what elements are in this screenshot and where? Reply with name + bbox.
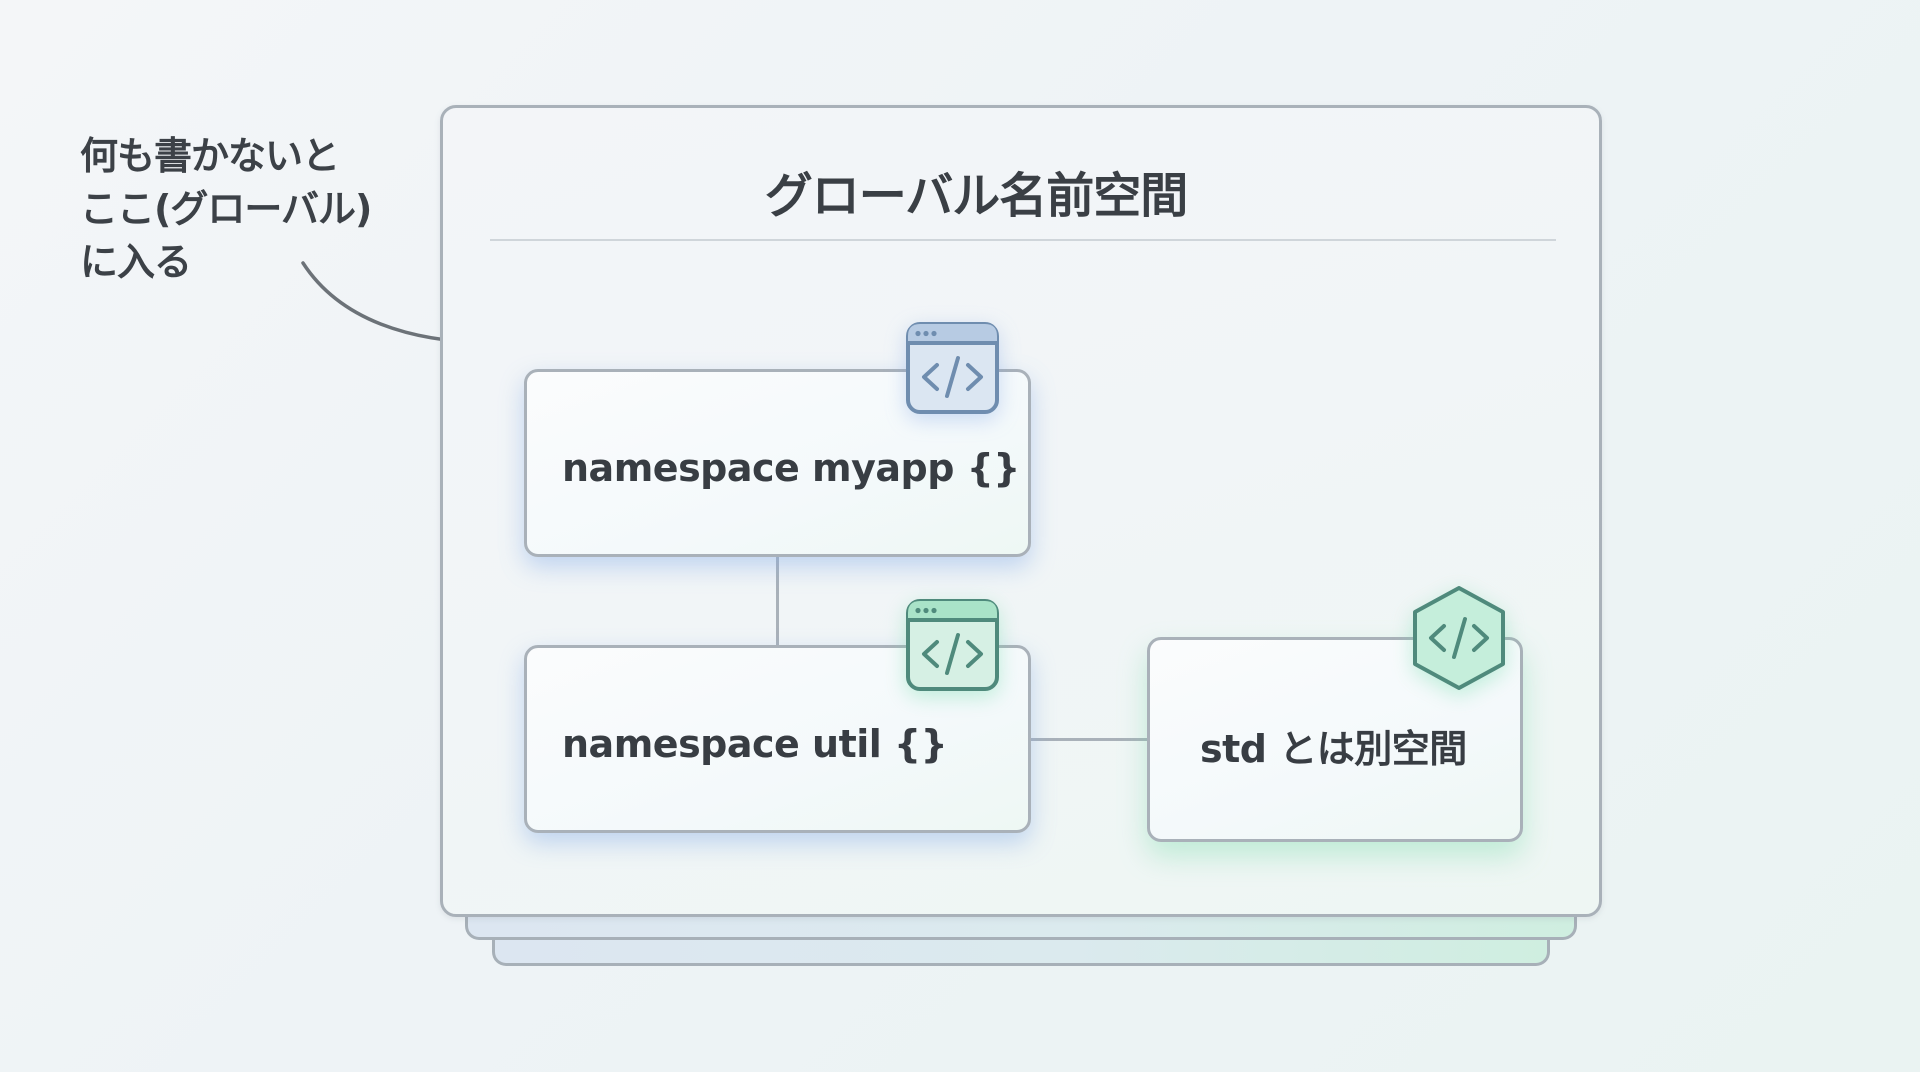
annotation-line-1: 何も書かないと (80, 134, 340, 178)
node-label: std とは別空間 (1200, 727, 1467, 771)
node-util[interactable]: namespace util {} (524, 645, 1031, 833)
code-hexagon-icon (1413, 586, 1505, 690)
code-window-icon (906, 599, 999, 691)
connector-util-std (1030, 738, 1147, 741)
code-window-icon (906, 322, 999, 414)
annotation-note: 何も書かないと ここ(グローバル) に入る (80, 130, 372, 289)
node-label: namespace util {} (562, 722, 948, 766)
connector-myapp-util (776, 556, 779, 645)
node-label: namespace myapp {} (562, 446, 1020, 490)
annotation-line-2: ここ(グローバル) (80, 187, 372, 231)
frame-title: グローバル名前空間 (764, 168, 1189, 224)
frame-divider (490, 239, 1556, 241)
annotation-line-3: に入る (80, 240, 192, 284)
